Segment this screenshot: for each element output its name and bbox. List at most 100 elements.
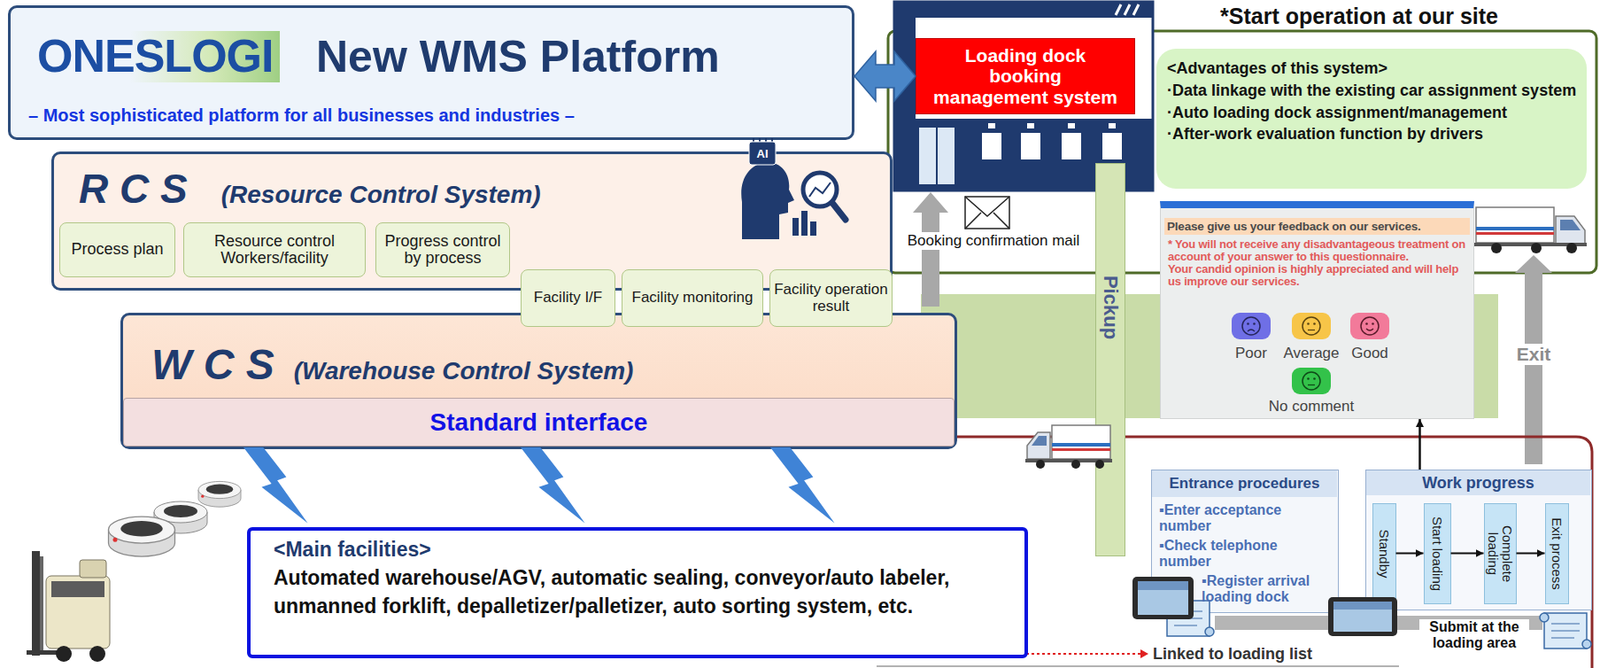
truck — [1476, 226, 1554, 231]
function-box: Progress control by process — [375, 222, 511, 278]
warehouse-building — [981, 132, 1002, 160]
warehouse-building — [919, 127, 955, 185]
tablet-device — [1333, 601, 1392, 632]
truck — [1476, 207, 1554, 243]
tablet-device — [1137, 580, 1189, 590]
truck — [1035, 459, 1045, 469]
rating-faces — [1252, 322, 1256, 325]
box-text: ·After-work evaluation function by drive… — [1167, 123, 1484, 146]
mail-envelope — [965, 196, 1010, 229]
agv-robots — [120, 520, 163, 537]
box-text: Standby — [1376, 507, 1392, 600]
text-slot: <Advantages of this system>·Data linkage… — [1167, 57, 1580, 182]
box-text: R C S — [78, 164, 188, 213]
submit-note: Submit at the loading area — [1419, 618, 1530, 650]
truck — [1071, 459, 1081, 469]
rating-faces — [1242, 316, 1260, 335]
label-slot: Submit at the loading area — [1413, 617, 1536, 653]
chip-label: AI — [757, 146, 769, 161]
lightning-bolts — [770, 447, 835, 524]
unmanned-forklift — [89, 645, 106, 662]
warehouse-building — [894, 1, 1153, 18]
warehouse-building — [1067, 123, 1075, 129]
advantages-box: <Advantages of this system>·Data linkage… — [1156, 48, 1587, 189]
ai-analytics-icon — [832, 202, 846, 220]
box-text: ·Data linkage with the existing car assi… — [1167, 79, 1577, 102]
rating-faces — [1231, 312, 1390, 395]
box-text: Facility I/F — [533, 289, 603, 306]
truck — [1051, 448, 1111, 451]
rating-label: Average — [1283, 344, 1339, 363]
text-slot: Exit process — [1545, 503, 1569, 603]
tablet-device — [1333, 601, 1392, 610]
rating-faces — [1307, 384, 1315, 386]
label-slot: *Start operation at our site — [1151, 1, 1568, 31]
box-text: – Most sophisticated platform for all bu… — [28, 105, 575, 126]
flow-arrow — [1516, 552, 1546, 555]
unmanned-forklift — [79, 559, 107, 578]
site-heading: *Start operation at our site — [1220, 3, 1499, 30]
box-text: ▪Check telephone number — [1159, 537, 1333, 571]
tablet-device — [1328, 596, 1398, 636]
ai-analytics-icon — [801, 210, 808, 236]
truck — [1530, 242, 1542, 254]
progress-panel: Work progressStandby Start loading Complet… — [1365, 469, 1593, 611]
ai-analytics-icon — [792, 217, 799, 236]
ai-analytics-icon — [753, 138, 773, 142]
text-slot: ONESLOGI — [30, 27, 316, 86]
wcs-panel: W C S(Warehouse Control System)Standard … — [120, 312, 958, 449]
truck — [1051, 442, 1111, 447]
text-slot: ▪Enter acceptance number▪Check telephone… — [1159, 502, 1333, 572]
text-slot: * You will not receive any disadvantageo… — [1167, 238, 1468, 310]
agv-robots — [108, 480, 242, 557]
label-slot: Linked to loading list — [1152, 642, 1419, 665]
booking-system-box: Loading dock booking management system — [915, 38, 1136, 115]
progress-step: Start loading — [1423, 502, 1452, 604]
box-text: ▪Register arrival loading dock — [1201, 572, 1335, 606]
progress-step: Exit process — [1545, 502, 1570, 604]
loading-list-link — [1140, 649, 1149, 658]
lightning-bolts — [243, 447, 309, 524]
box-text: (Resource Control System) — [221, 180, 542, 209]
facilities-box: <Main facilities>Automated warehouse/AGV… — [247, 526, 1029, 658]
box-text: Automated warehouse/AGV, automatic seali… — [273, 564, 1009, 620]
rating-faces — [1231, 312, 1271, 340]
label-slot: Poor — [1224, 343, 1278, 364]
mail-caption: Booking confirmation mail — [905, 231, 1083, 250]
box-text: Process plan — [70, 240, 163, 258]
lightning-bolts — [243, 447, 835, 524]
platform-banner: ONESLOGINew WMS Platform– Most sophistic… — [7, 5, 855, 140]
ai-analytics-icon — [741, 138, 846, 240]
text-slot: Complete loading — [1484, 503, 1516, 603]
box-text: <Advantages of this system> — [1167, 57, 1388, 80]
box-text: Progress control by process — [378, 232, 507, 268]
box-text: Facility operation result — [772, 281, 889, 315]
warehouse-building — [1061, 132, 1082, 160]
warehouse-building — [1108, 123, 1116, 129]
rating-faces — [1302, 371, 1321, 390]
flow-arrow — [1451, 552, 1485, 555]
agv-robots — [108, 516, 176, 557]
text-slot: Work progress — [1366, 470, 1591, 495]
rating-faces — [1291, 367, 1331, 395]
box-text: Standard interface — [430, 408, 649, 437]
rating-faces — [1246, 322, 1250, 325]
rating-faces — [1247, 329, 1255, 332]
loading-list-link — [876, 665, 1400, 667]
ai-analytics-icon — [749, 141, 776, 165]
connector-layer — [854, 51, 1546, 554]
rating-label: Good — [1351, 344, 1389, 363]
agv-robots — [198, 480, 241, 507]
link-note: Linked to loading list — [1152, 644, 1313, 664]
rating-faces — [1371, 322, 1375, 325]
tablet-device — [1137, 580, 1189, 615]
unmanned-forklift — [55, 645, 72, 662]
rating-label: Poor — [1235, 344, 1268, 363]
function-box: Process plan — [59, 222, 176, 278]
text-slot: – Most sophisticated platform for all bu… — [28, 100, 848, 131]
rating-faces — [1313, 322, 1316, 325]
truck — [1031, 435, 1047, 446]
text-slot: Facility I/F — [521, 270, 615, 326]
progress-step: Standby — [1372, 502, 1397, 604]
